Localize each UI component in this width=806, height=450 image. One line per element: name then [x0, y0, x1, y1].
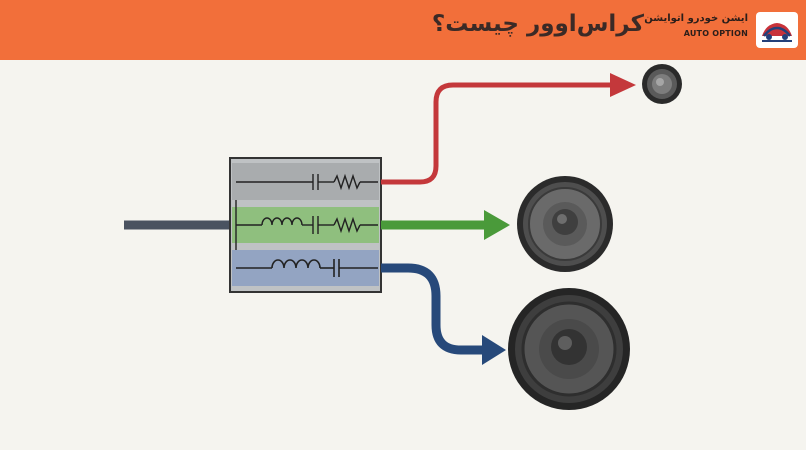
midrange-speaker-icon [517, 176, 613, 272]
crossover-box [229, 157, 382, 293]
arrow-right-icon [482, 335, 506, 365]
brand-name: ایشن خودرو اتوایشن [644, 13, 748, 24]
band-pass-filter [235, 200, 378, 250]
page-title: کراس‌اوور چیست؟ [431, 11, 644, 37]
brand-text: ایشن خودرو اتوایشن AUTO OPTION [644, 13, 748, 38]
mid-frequency-path [381, 210, 510, 240]
car-logo-icon [762, 23, 792, 42]
tweeter-speaker-icon [642, 64, 682, 104]
header-bar: کراس‌اوور چیست؟ ایشن خودرو اتوایشن AUTO … [0, 0, 806, 60]
brand-name-en: AUTO OPTION [683, 29, 748, 38]
arrow-right-icon [484, 210, 510, 240]
low-frequency-path [381, 263, 506, 365]
arrow-right-icon [610, 73, 636, 97]
high-frequency-path [381, 73, 636, 185]
high-pass-filter [236, 173, 378, 191]
low-pass-filter [236, 259, 378, 277]
woofer-speaker-icon [508, 288, 630, 410]
brand-logo[interactable] [756, 12, 798, 48]
